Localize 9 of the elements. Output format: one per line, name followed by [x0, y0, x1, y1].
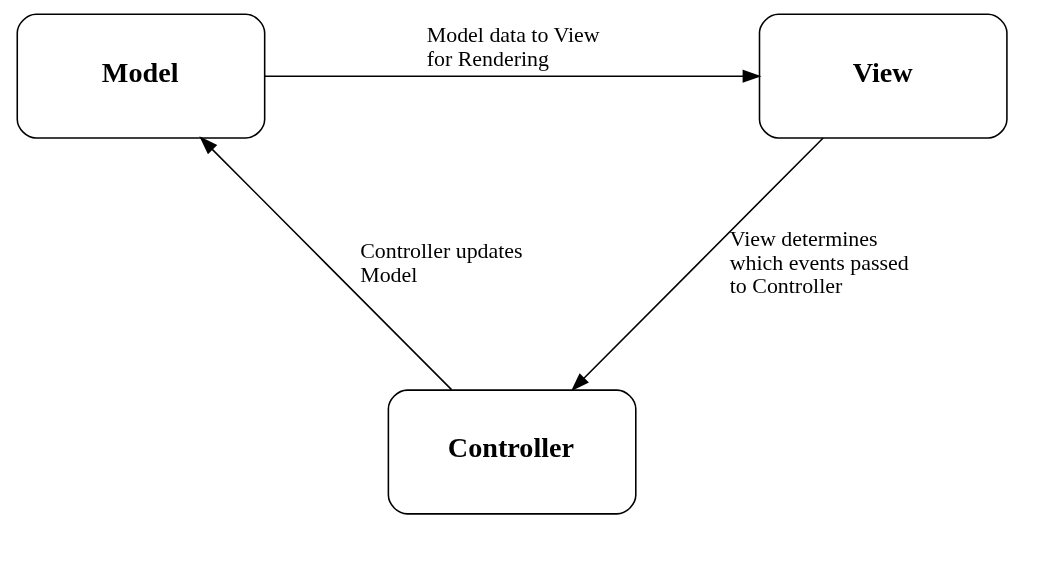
node-box: Model	[16, 13, 266, 139]
arrow	[264, 69, 762, 83]
arrow	[571, 137, 824, 392]
node-box: Controller	[387, 389, 637, 515]
node-box: View	[758, 13, 1008, 139]
arrow	[199, 136, 453, 391]
edge-label: Controller updates Model	[360, 238, 523, 287]
edge-label: View determines which events passed to Controller	[729, 226, 909, 299]
edge-label: Model data to View for Rendering	[426, 22, 600, 71]
